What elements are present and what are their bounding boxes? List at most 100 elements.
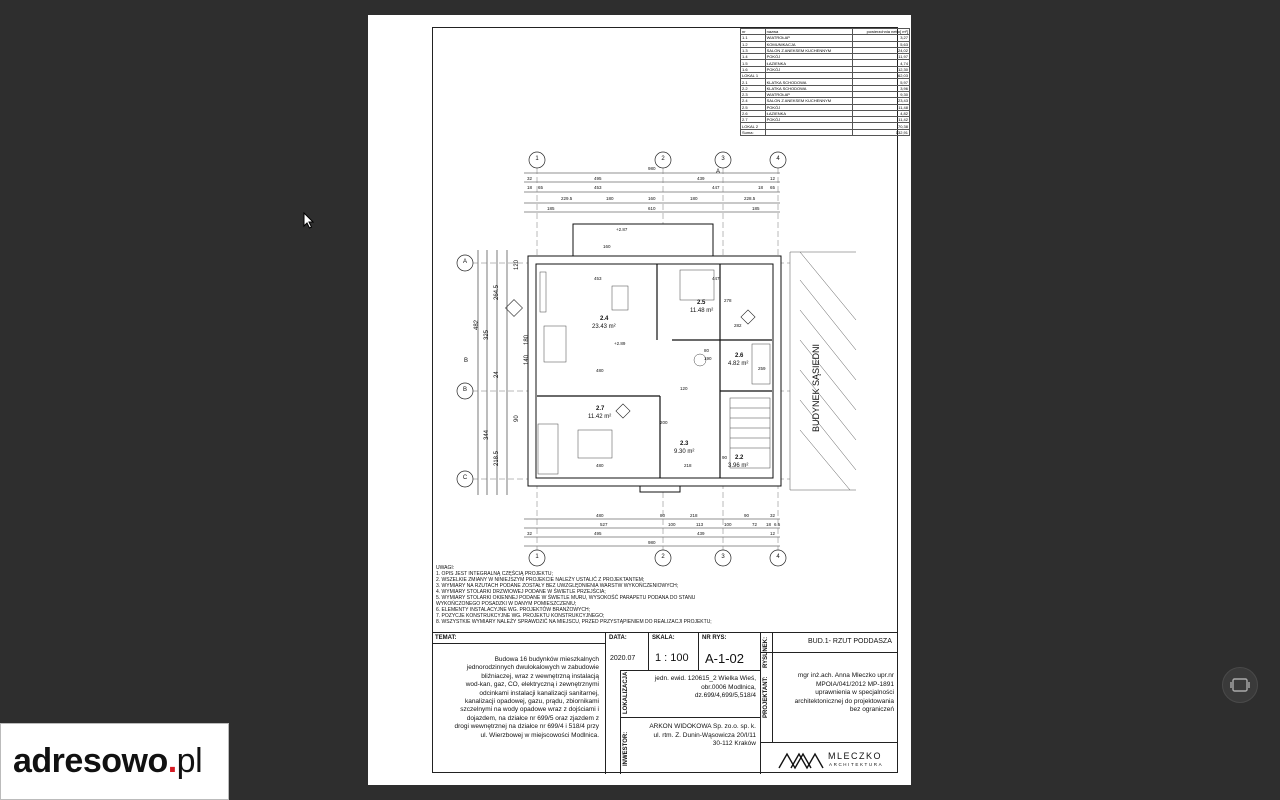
temat-line: odcinkami instalacji kanalizacji sanitar… — [479, 689, 599, 697]
room-cell-area: 23,43 — [851, 97, 911, 105]
axis-label-1-bottom: 1 — [535, 554, 539, 560]
dim-side: 180 — [524, 334, 530, 345]
tb-line — [620, 717, 760, 718]
drawing-frame — [432, 27, 898, 773]
axis-label-3: 3 — [721, 156, 725, 162]
room-cell-area: 12,30 — [851, 65, 911, 74]
axis-label-4-bottom: 4 — [776, 554, 780, 560]
rysunek-label: RYSUNEK: — [763, 636, 769, 668]
date-value: 2020.07 — [610, 655, 636, 662]
axis-label-4: 4 — [776, 156, 780, 162]
note-line: 3. WYMIARY NA RZUTACH PODANE ZOSTAŁY BEZ… — [436, 583, 679, 589]
room-cell-area: 132,91 — [851, 128, 911, 137]
dim-top: 453 — [594, 185, 602, 190]
temat-line: wod-kan, gaz, CO, elektryczną i zewnętrz… — [465, 681, 599, 689]
dim-bottom: 100 — [724, 522, 732, 527]
notes-title: UWAGI: — [436, 565, 455, 571]
note-line: 7. POZYCJE KONSTRUKCYJNE WG. PROJEKTU KO… — [436, 613, 605, 619]
logo-text: adresowo.pl — [13, 742, 203, 781]
note-line: 8. WSZYSTKIE WYMIARY NALEŻY SPRAWDZIĆ NA… — [436, 619, 712, 625]
dim-bottom: 32 — [770, 513, 776, 518]
room-nr: 2.4 — [600, 316, 609, 322]
room-cell-area: 3,96 — [851, 84, 911, 92]
section-marker-b: B — [464, 358, 469, 364]
dim-side: 24 — [494, 371, 500, 378]
dim-side: 264.5 — [494, 284, 500, 300]
section-marker-a: A — [716, 169, 721, 175]
lokalizacja-line: dz.699/4,699/5,518/4 — [694, 692, 756, 699]
dim-top: 65 — [770, 185, 776, 190]
inner-dim: 282 — [734, 323, 742, 328]
dim-top: 185 — [752, 206, 760, 211]
axis-label-2: 2 — [661, 156, 665, 162]
dim-bottom: 480 — [596, 513, 604, 518]
dim-bottom: 90 — [744, 513, 750, 518]
dim-side: 90 — [514, 415, 520, 422]
elevation-markers — [505, 299, 756, 419]
dim-top-total: 980 — [648, 166, 656, 171]
dim-top: 65 — [538, 185, 544, 190]
temat-line: Budowa 16 budynków mieszkalnych — [494, 656, 599, 663]
axis-label-1: 1 — [535, 156, 539, 162]
inner-dim: 453 — [594, 276, 602, 281]
level-mark: +2.89 — [614, 341, 626, 346]
inner-dim: 218 — [684, 463, 692, 468]
inwestor-line: 30-112 Kraków — [712, 740, 756, 747]
inner-dim: 200 — [660, 420, 668, 425]
projektant-line: mgr inż.ach. Anna Mleczko upr.nr — [797, 672, 894, 679]
rysunek-value: BUD.1- RZUT PODDASZA — [808, 638, 892, 645]
note-line: 5. WYMIARY STOLARKI OKIENNEJ PODANE W ŚW… — [436, 595, 696, 601]
room-area: 23.43 m² — [592, 324, 616, 330]
temat-line: kanalizacji opadowej, gazu, prądu, zbior… — [464, 698, 599, 706]
notes-block: UWAGI: 1. OPIS JEST INTEGRALNĄ CZĘŚCIĄ P… — [436, 565, 712, 625]
dim-bottom: 32 — [527, 531, 533, 536]
scale-label: SKALA: — [652, 635, 675, 641]
inner-dim: 480 — [596, 463, 604, 468]
dim-top: 160 — [648, 196, 656, 201]
logo-dot: . — [167, 742, 177, 780]
projektant-line: MPOIA/041/2012 MP-1891 — [815, 680, 894, 688]
tb-line — [760, 652, 898, 653]
neighbour-label: BUDYNEK SĄSIEDNI — [811, 343, 821, 432]
inner-dim: 259 — [758, 366, 766, 371]
dim-side: 120 — [514, 259, 520, 270]
axis-label-3-bottom: 3 — [721, 554, 725, 560]
interior-walls — [537, 264, 772, 478]
dim-bottom-total: 980 — [648, 540, 656, 545]
projektant-line: bez ograniczeń — [849, 706, 894, 713]
inner-dim: 480 — [596, 368, 604, 373]
room-nr: 2.7 — [596, 406, 605, 412]
room-area: 3.96 m² — [728, 463, 749, 469]
dim-top: 180 — [606, 196, 614, 201]
dim-top: 229.5 — [561, 196, 573, 201]
temat-line: dojazdem, na działce nr 699/5 oraz zjazd… — [466, 714, 599, 722]
dim-bottom: 12 — [770, 531, 776, 536]
note-line: 4. WYMIARY STOLARKI DRZWIOWEJ PODANE W Ś… — [436, 589, 606, 595]
dim-bottom: 100 — [668, 522, 676, 527]
projektant-line: architektonicznej do projektowania — [794, 697, 894, 705]
room-cell-area: 11,48 — [851, 103, 911, 111]
drawing-nr-label: NR RYS: — [702, 635, 727, 641]
room-cell-area: 4,74 — [851, 59, 911, 67]
viewer-mode-button[interactable] — [1222, 667, 1258, 703]
inner-dim: 120 — [680, 386, 688, 391]
tb-line — [620, 670, 621, 774]
dim-side: 344 — [484, 429, 490, 440]
tb-line — [648, 632, 649, 670]
inner-dim: 447 — [712, 276, 720, 281]
note-line: 6. ELEMENTY INSTALACYJNE WG. PROJEKTÓW B… — [436, 607, 591, 613]
dim-top: 32 — [527, 176, 533, 181]
adresowo-logo: adresowo.pl — [0, 723, 229, 800]
drawing-nr-value: A-1-02 — [705, 651, 745, 666]
dimension-lines — [477, 172, 780, 547]
